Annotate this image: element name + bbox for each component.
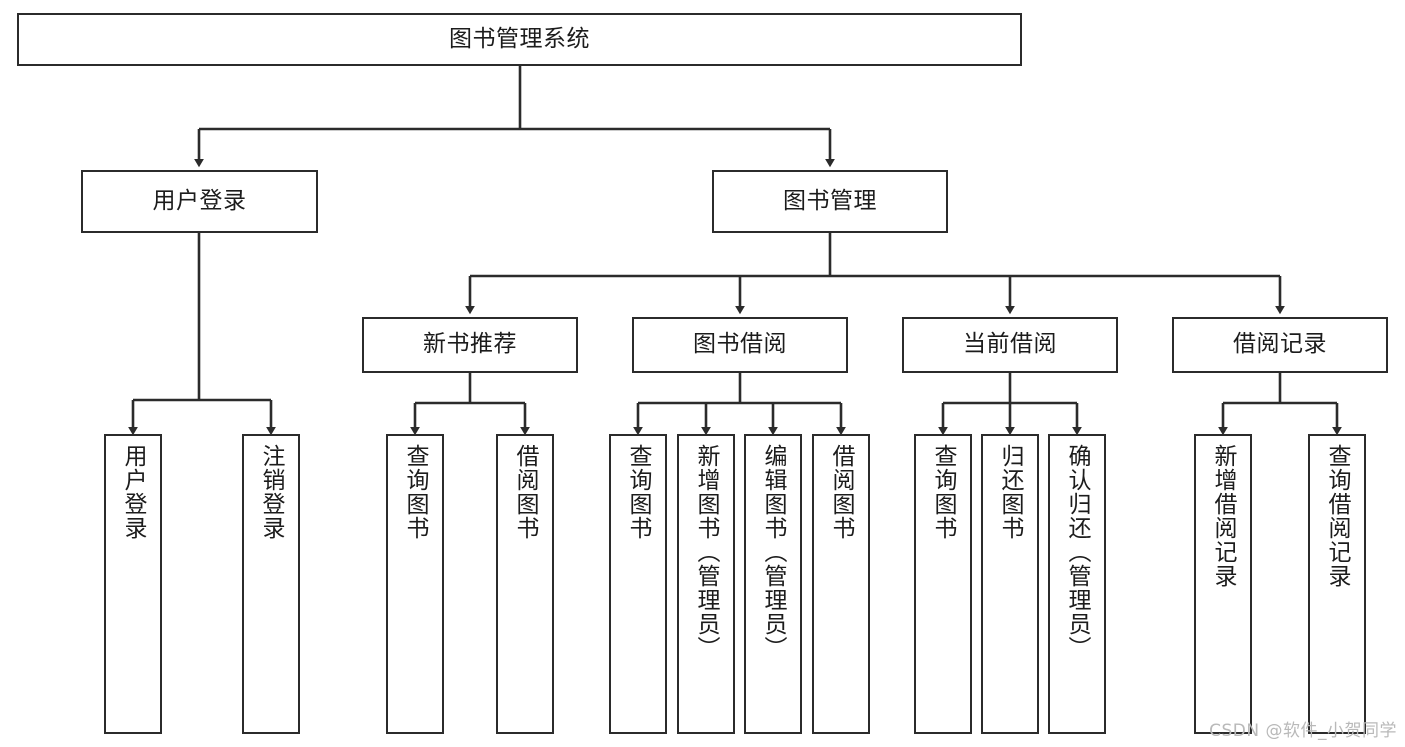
node-leaf-edit-book[interactable]: 编辑图书（管理员） [744, 434, 802, 734]
node-leaf-query-record-label: 查询借阅记录 [1324, 444, 1351, 588]
node-borrow-record[interactable]: 借阅记录 [1172, 317, 1388, 373]
node-leaf-query-book-1-label: 查询图书 [402, 444, 429, 540]
node-user-login-label: 用户登录 [152, 187, 247, 214]
node-leaf-borrow-book-1-label: 借阅图书 [512, 444, 539, 540]
node-leaf-borrow-book-2[interactable]: 借阅图书 [812, 434, 870, 734]
node-leaf-logout-login[interactable]: 注销登录 [242, 434, 300, 734]
node-book-borrow-label: 图书借阅 [693, 331, 787, 358]
node-book-manage[interactable]: 图书管理 [712, 170, 948, 233]
node-leaf-query-book-3[interactable]: 查询图书 [914, 434, 972, 734]
node-book-manage-label: 图书管理 [783, 187, 877, 214]
node-current-borrow-label: 当前借阅 [963, 331, 1057, 358]
node-leaf-query-record[interactable]: 查询借阅记录 [1308, 434, 1366, 734]
node-borrow-record-label: 借阅记录 [1233, 331, 1327, 358]
node-leaf-user-login[interactable]: 用户登录 [104, 434, 162, 734]
node-leaf-query-book-2-label: 查询图书 [625, 444, 652, 540]
node-new-book-recommend[interactable]: 新书推荐 [362, 317, 578, 373]
node-leaf-logout-login-label: 注销登录 [258, 444, 285, 540]
node-leaf-add-book[interactable]: 新增图书（管理员） [677, 434, 735, 734]
node-leaf-edit-book-label: 编辑图书（管理员） [760, 444, 787, 660]
node-leaf-add-record[interactable]: 新增借阅记录 [1194, 434, 1252, 734]
node-root-label: 图书管理系统 [449, 25, 590, 52]
node-leaf-query-book-3-label: 查询图书 [930, 444, 957, 540]
node-leaf-borrow-book-1[interactable]: 借阅图书 [496, 434, 554, 734]
node-book-borrow[interactable]: 图书借阅 [632, 317, 848, 373]
node-root[interactable]: 图书管理系统 [17, 13, 1022, 66]
node-leaf-add-record-label: 新增借阅记录 [1210, 444, 1237, 588]
node-new-book-recommend-label: 新书推荐 [423, 331, 517, 358]
node-leaf-add-book-label: 新增图书（管理员） [693, 444, 720, 660]
node-leaf-return-book-label: 归还图书 [997, 444, 1024, 540]
node-leaf-query-book-1[interactable]: 查询图书 [386, 434, 444, 734]
node-leaf-return-book[interactable]: 归还图书 [981, 434, 1039, 734]
node-leaf-user-login-label: 用户登录 [120, 444, 147, 540]
node-leaf-confirm-return[interactable]: 确认归还（管理员） [1048, 434, 1106, 734]
node-leaf-borrow-book-2-label: 借阅图书 [828, 444, 855, 540]
node-current-borrow[interactable]: 当前借阅 [902, 317, 1118, 373]
node-leaf-confirm-return-label: 确认归还（管理员） [1064, 444, 1091, 660]
node-user-login[interactable]: 用户登录 [81, 170, 318, 233]
node-leaf-query-book-2[interactable]: 查询图书 [609, 434, 667, 734]
